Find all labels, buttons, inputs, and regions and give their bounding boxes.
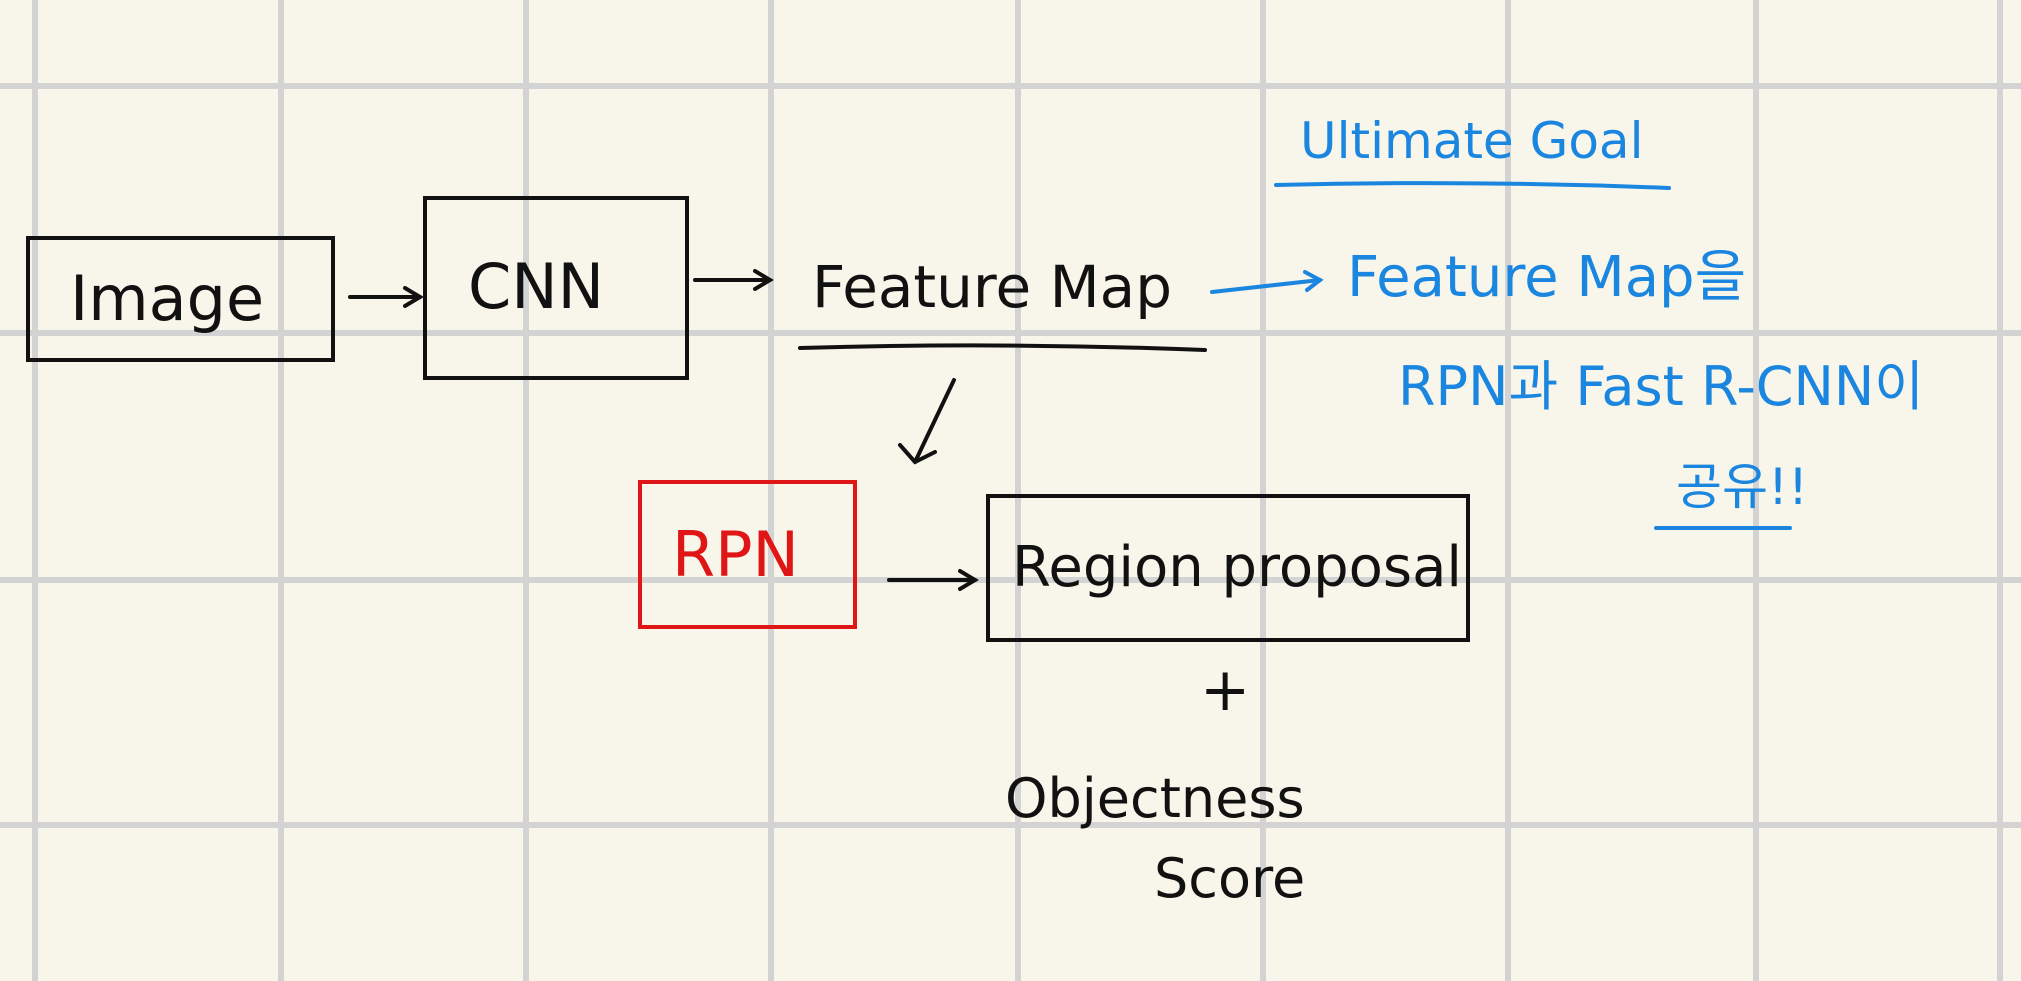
note-line2: RPN과 Fast R-CNN이 — [1398, 355, 1924, 418]
note-line3: 공유!! — [1676, 458, 1809, 516]
note-title: Ultimate Goal — [1300, 112, 1644, 170]
image-box — [26, 236, 335, 362]
node-rpn: RPN — [672, 518, 799, 591]
note-line1: Feature Map을 — [1347, 245, 1747, 310]
feature-map-underline — [798, 343, 1207, 352]
objectness-label: Objectness — [1005, 767, 1305, 830]
node-feature-map: Feature Map — [812, 253, 1173, 321]
ultimate-goal-underline — [1274, 181, 1671, 190]
score-label: Score — [1154, 847, 1306, 910]
region-proposal-box — [986, 494, 1470, 642]
arrow-feature-note — [1210, 278, 1322, 294]
node-image: Image — [70, 262, 265, 335]
rpn-box — [638, 480, 857, 629]
cnn-box — [423, 196, 689, 380]
node-cnn: CNN — [468, 250, 605, 323]
plus-sign: + — [1200, 655, 1251, 725]
arrow-feature-rpn — [913, 378, 956, 464]
node-region-proposal: Region proposal — [1012, 535, 1462, 600]
